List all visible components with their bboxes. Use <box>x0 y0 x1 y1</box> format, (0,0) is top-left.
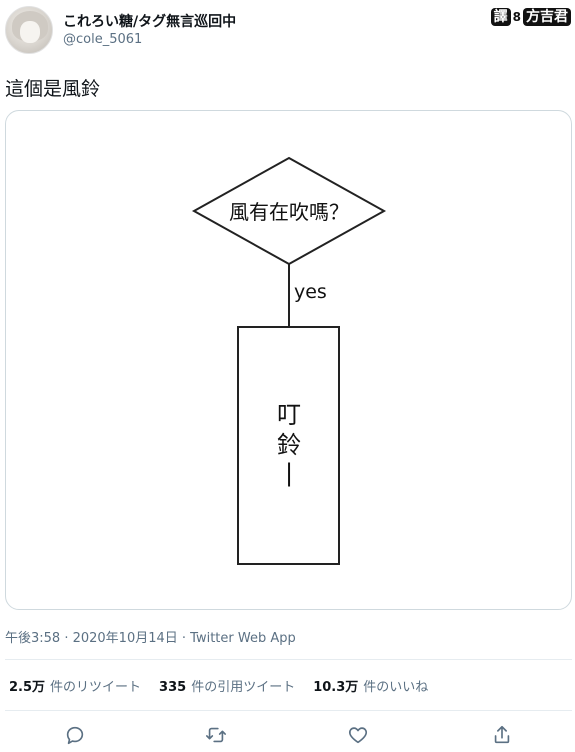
retweet-button[interactable] <box>201 720 231 750</box>
like-label: 件のいいね <box>363 680 429 695</box>
share-button[interactable] <box>487 720 517 750</box>
reply-icon <box>66 726 84 745</box>
retweet-icon <box>206 727 226 743</box>
tweet-timestamp[interactable]: 午後3:58 · 2020年10月14日 · Twitter Web App <box>5 631 296 646</box>
like-stat[interactable]: 10.3万件のいいね <box>313 676 428 695</box>
tweet-text: 這個是風鈴 <box>5 78 101 100</box>
translator-badge-right: 方吉君 <box>523 8 571 26</box>
like-button[interactable] <box>343 720 373 750</box>
display-name[interactable]: これろい糖/タグ無言巡回中 <box>63 14 237 30</box>
edge-label-yes: yes <box>294 281 327 303</box>
quote-count: 335 <box>159 680 187 695</box>
retweet-count: 2.5万 <box>9 680 46 695</box>
flowchart-diagram: 風有在吹嗎？ yes 叮 鈴 | <box>191 156 387 565</box>
retweet-label: 件のリツイート <box>50 680 142 695</box>
divider-top <box>5 659 572 660</box>
reply-button[interactable] <box>60 720 90 750</box>
share-icon <box>494 725 510 744</box>
action-bar <box>0 720 575 750</box>
like-icon <box>348 727 368 744</box>
quote-stat[interactable]: 335 件の引用ツイート <box>159 676 295 695</box>
process-text-line-1: 叮 <box>277 401 301 429</box>
translator-badge: 譯 8 方吉君 <box>490 8 571 26</box>
translator-badge-left: 譯 <box>490 8 511 26</box>
divider-bottom <box>5 710 572 711</box>
user-handle[interactable]: @cole_5061 <box>63 32 143 47</box>
process-text-line-3: | <box>285 459 293 487</box>
avatar-face <box>20 21 40 43</box>
translator-badge-sep: 8 <box>512 10 521 24</box>
tweet-media-card[interactable]: 風有在吹嗎？ yes 叮 鈴 | <box>5 110 572 610</box>
quote-label: 件の引用ツイート <box>191 680 296 695</box>
decision-text: 風有在吹嗎？ <box>229 200 349 224</box>
like-count: 10.3万 <box>313 680 359 695</box>
process-text-line-2: 鈴 <box>277 431 301 459</box>
engagement-stats: 2.5万件のリツイート 335 件の引用ツイート 10.3万件のいいね <box>9 676 428 695</box>
retweet-stat[interactable]: 2.5万件のリツイート <box>9 676 141 695</box>
process-box <box>237 326 340 565</box>
avatar[interactable] <box>5 6 53 54</box>
